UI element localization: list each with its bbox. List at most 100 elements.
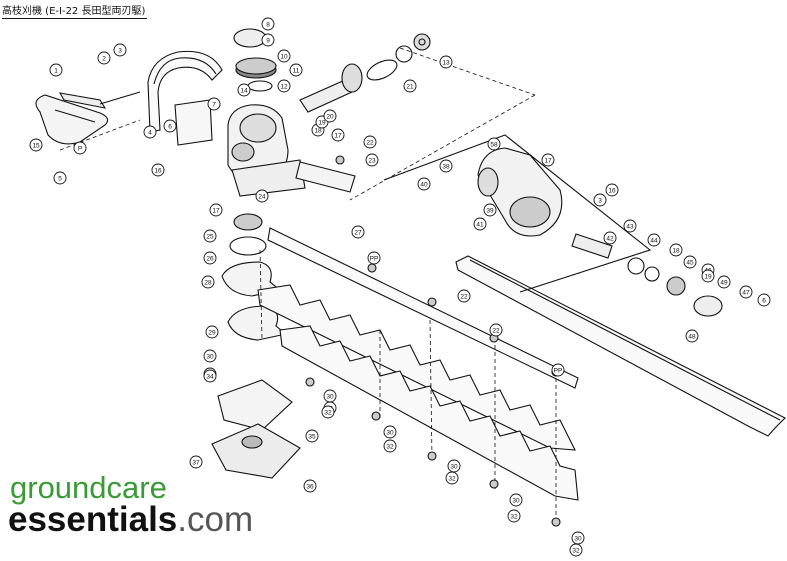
callout-32-x10: 32 (507, 509, 521, 523)
callout-5-4: 5 (53, 171, 67, 185)
callout-label: 19 (318, 119, 326, 126)
callout-label: 29 (208, 329, 216, 336)
callout-17-x13: 17 (541, 153, 555, 167)
brand-domain: .com (177, 500, 254, 539)
callout-47-46: 47 (739, 285, 753, 299)
callout-30-x7: 30 (571, 531, 585, 545)
callout-label: 30 (512, 497, 520, 504)
callout-label: 22 (366, 139, 374, 146)
callout-label: 30 (326, 393, 334, 400)
callout-label: P (78, 145, 82, 152)
callout-label: 22 (492, 327, 500, 334)
callout-49-48: 49 (717, 275, 731, 289)
callout-label: 22 (460, 293, 468, 300)
callout-label: 2 (102, 55, 106, 62)
part-callouts: 1234567891011121314151617181920212223242… (29, 17, 771, 557)
callout-label: 6 (762, 297, 766, 304)
callout-label: 15 (32, 142, 40, 149)
callout-19-x18: 19 (701, 269, 715, 283)
guide-bar (455, 255, 786, 437)
callout-34-33: 34 (203, 369, 217, 383)
callout-label: 42 (606, 235, 614, 242)
gear-cover (233, 28, 267, 48)
lower-cover-plate (217, 379, 293, 431)
callout-32-x11: 32 (569, 543, 583, 557)
callout-label: 16 (608, 187, 616, 194)
callout-39-38: 39 (483, 203, 497, 217)
callout-P-50: P (73, 141, 87, 155)
callout-3-x15: 3 (593, 193, 607, 207)
callout-label: 8 (266, 21, 270, 28)
callout-30-x6: 30 (509, 493, 523, 507)
callout-label: 43 (626, 223, 634, 230)
callout-PP-51: PP (367, 251, 381, 265)
callout-16-x14: 16 (605, 183, 619, 197)
callout-label: 44 (650, 237, 658, 244)
callout-label: 45 (686, 259, 694, 266)
callout-3-2: 3 (113, 43, 127, 57)
lower-housing (211, 423, 301, 479)
callout-41-40: 41 (473, 217, 487, 231)
callout-11-10: 11 (289, 63, 303, 77)
callout-35-34: 35 (305, 429, 319, 443)
callout-label: 20 (326, 113, 334, 120)
callout-label: 34 (206, 373, 214, 380)
callout-7-6: 7 (207, 97, 221, 111)
bracket-plate (174, 99, 213, 146)
callout-26-25: 26 (203, 251, 217, 265)
callout-38-37: 38 (439, 159, 453, 173)
callout-label: 26 (206, 255, 214, 262)
callout-label: 40 (420, 181, 428, 188)
callout-label: 3 (598, 197, 602, 204)
callout-13-12: 13 (439, 55, 453, 69)
callout-40-39: 40 (417, 177, 431, 191)
callout-14-13: 14 (237, 83, 251, 97)
callout-36-35: 36 (303, 479, 317, 493)
callout-label: 47 (742, 289, 750, 296)
callout-17-16: 17 (331, 128, 345, 142)
callout-28-27: 28 (201, 275, 215, 289)
callout-29-28: 29 (205, 325, 219, 339)
callout-label: 14 (240, 87, 248, 94)
callout-label: 32 (572, 547, 580, 554)
callout-label: 9 (266, 37, 270, 44)
callout-label: 19 (704, 273, 712, 280)
callout-2-1: 2 (97, 51, 111, 65)
callout-label: 58 (490, 141, 498, 148)
callout-label: 7 (212, 101, 216, 108)
callout-label: 18 (672, 247, 680, 254)
cutter-blade-upper (257, 284, 576, 451)
callout-32-x8: 32 (383, 439, 397, 453)
callout-label: 17 (544, 157, 552, 164)
callout-30-29: 30 (203, 349, 217, 363)
callout-label: 32 (386, 443, 394, 450)
callout-label: 6 (168, 123, 172, 130)
callout-label: 18 (314, 127, 322, 134)
callout-32-31: 32 (321, 405, 335, 419)
callout-label: 35 (308, 433, 316, 440)
brand-wordmark-bottom: essentials.com (8, 500, 253, 540)
callout-label: 21 (406, 83, 414, 90)
callout-37-36: 37 (189, 455, 203, 469)
callout-16-15: 16 (151, 163, 165, 177)
callout-42-41: 42 (603, 231, 617, 245)
connecting-rod (267, 227, 579, 389)
callout-22-x1: 22 (489, 323, 503, 337)
blade-plate-lower (227, 305, 288, 341)
callout-label: 25 (206, 233, 214, 240)
callout-4-3: 4 (143, 125, 157, 139)
callout-44-43: 44 (647, 233, 661, 247)
callout-43-42: 43 (623, 219, 637, 233)
callout-label: 32 (510, 513, 518, 520)
callout-label: 30 (450, 463, 458, 470)
callout-6-5: 6 (163, 119, 177, 133)
diagram-title: 高枝刈機 (E-I-22 長田型両刃駆) (2, 2, 148, 19)
callout-label: 17 (212, 207, 220, 214)
callout-27-26: 27 (351, 225, 365, 239)
callout-label: 38 (442, 163, 450, 170)
callout-label: 32 (448, 475, 456, 482)
callout-label: 30 (574, 535, 582, 542)
handle-grip (35, 94, 109, 145)
callout-label: 27 (354, 229, 362, 236)
